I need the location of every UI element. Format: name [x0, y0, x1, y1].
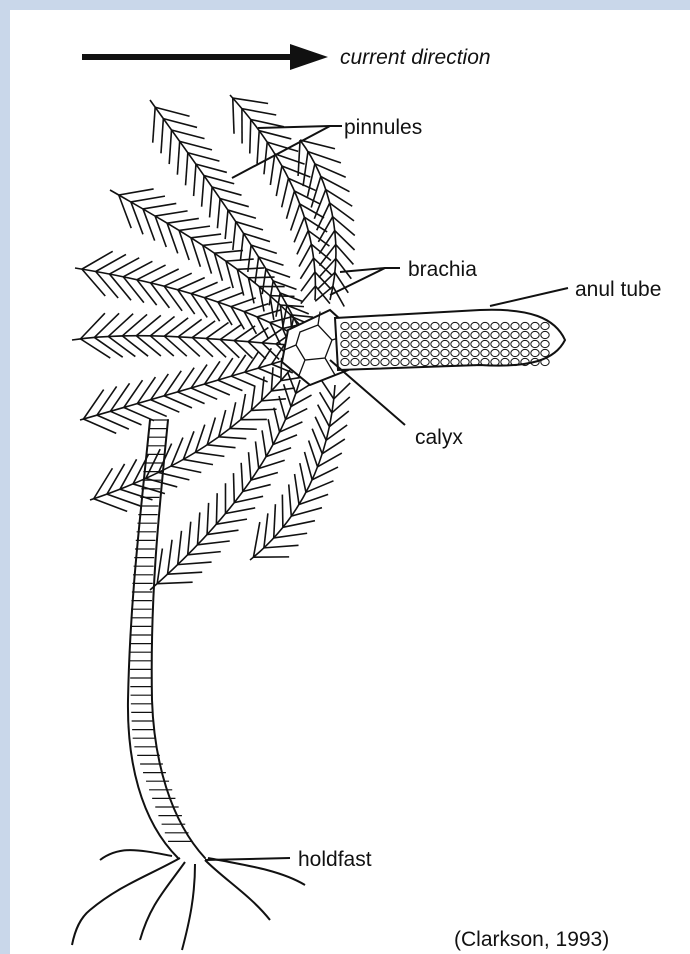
brachia-label: brachia: [408, 258, 477, 281]
current-direction-arrow: [82, 44, 328, 70]
anal-tube-label: anul tube: [575, 278, 661, 301]
holdfast-roots: [72, 850, 305, 950]
anal-tube: [335, 310, 565, 370]
calyx-label: calyx: [415, 426, 463, 449]
crinoid-diagram: current direction pinnules brachia: [10, 10, 690, 954]
pinnules-label: pinnules: [344, 116, 422, 139]
holdfast-label: holdfast: [298, 848, 372, 871]
leader-lines: [205, 126, 568, 860]
diagram-frame: current direction pinnules brachia: [10, 10, 690, 954]
current-direction-label: current direction: [340, 46, 491, 69]
citation: (Clarkson, 1993): [454, 928, 609, 951]
